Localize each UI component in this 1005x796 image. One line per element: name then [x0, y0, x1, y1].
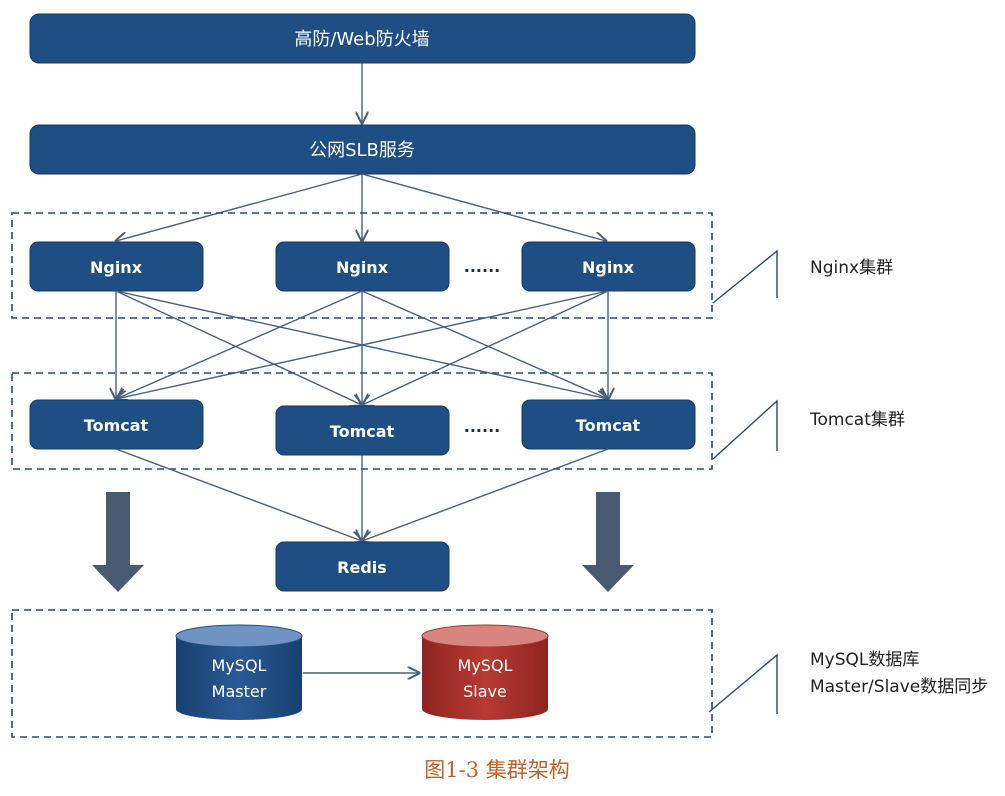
nginx-box-1: Nginx — [29, 241, 204, 292]
mysql-frame — [11, 609, 713, 738]
mysql-master-cylinder: MySQL Master — [175, 624, 303, 720]
mysql-master-line2: Master — [212, 682, 267, 701]
redis-box: Redis — [275, 541, 450, 592]
nginx-cluster-label: Nginx集群 — [810, 258, 893, 278]
nginx-label-1: Nginx — [90, 258, 143, 277]
tomcat-label-2: Tomcat — [330, 422, 395, 441]
nginx-ellipsis: ...... — [464, 257, 500, 276]
tomcat-box-1: Tomcat — [29, 399, 204, 450]
nginx-label-3: Nginx — [582, 258, 635, 277]
big-down-arrow-right — [582, 492, 634, 592]
tomcat-ellipsis: ...... — [464, 417, 500, 436]
redis-label: Redis — [337, 558, 387, 577]
firewall-box: 高防/Web防火墙 — [29, 13, 696, 64]
slb-label: 公网SLB服务 — [309, 140, 415, 161]
tomcat-label-1: Tomcat — [84, 416, 149, 435]
nginx-box-2: Nginx — [275, 241, 450, 292]
tomcat-box-3: Tomcat — [521, 399, 696, 450]
nginx-label-2: Nginx — [336, 258, 389, 277]
mysql-label-line1: MySQL数据库 — [810, 650, 919, 670]
mysql-slave-line1: MySQL — [458, 656, 513, 675]
nginx-bracket — [712, 249, 778, 304]
tomcat-label-3: Tomcat — [576, 416, 641, 435]
figure-caption: 图1-3 集群架构 — [424, 758, 570, 782]
slb-box: 公网SLB服务 — [29, 124, 696, 175]
mysql-master-line1: MySQL — [212, 656, 267, 675]
mysql-slave-line2: Slave — [463, 682, 507, 701]
mysql-bracket — [708, 653, 778, 714]
mysql-label-line2: Master/Slave数据同步 — [810, 677, 988, 697]
tomcat-box-2: Tomcat — [275, 405, 450, 456]
mysql-slave-cylinder: MySQL Slave — [421, 624, 549, 720]
big-down-arrow-left — [92, 492, 144, 592]
tomcat-bracket — [712, 399, 778, 460]
nginx-box-3: Nginx — [521, 241, 696, 292]
tomcat-cluster-label: Tomcat集群 — [809, 410, 905, 430]
firewall-label: 高防/Web防火墙 — [294, 29, 429, 50]
